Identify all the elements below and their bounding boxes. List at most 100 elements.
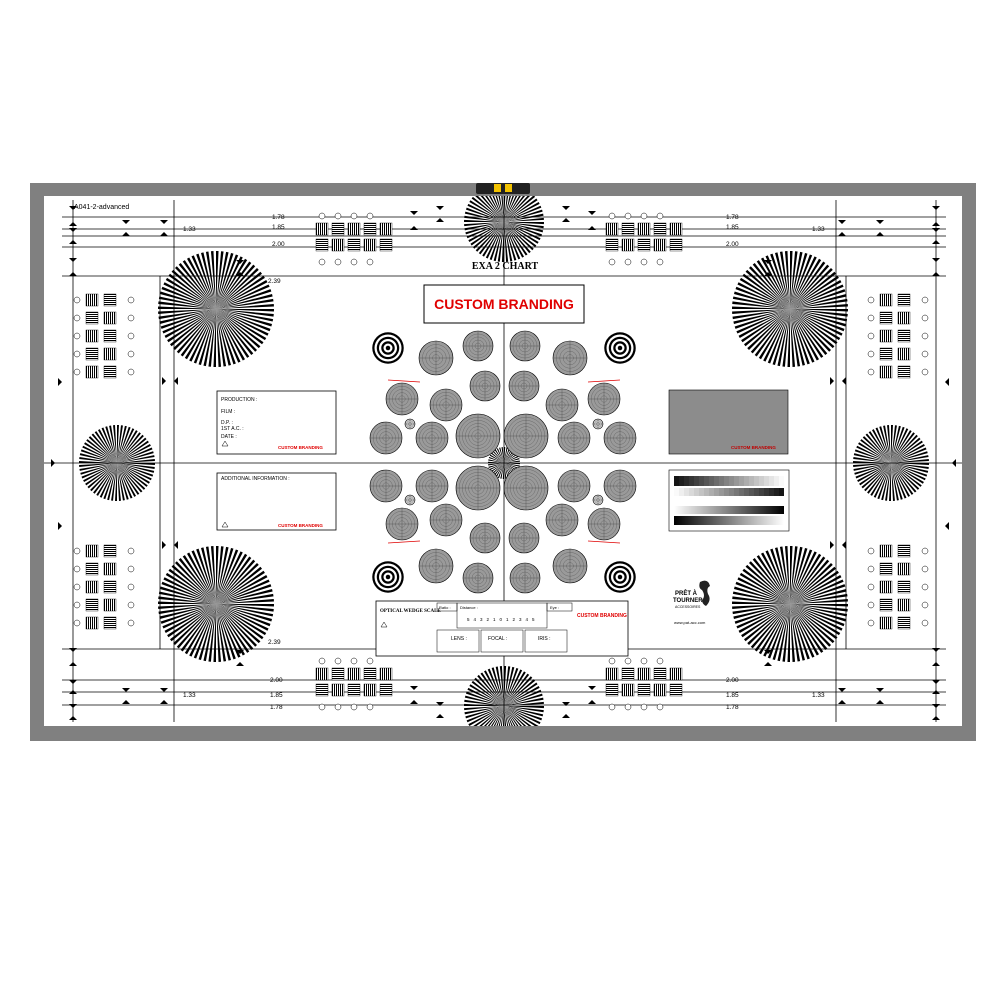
- resolution-block: [379, 222, 393, 236]
- gray-step: [724, 488, 729, 496]
- focus-circle: [404, 494, 416, 506]
- resolution-block: [669, 683, 683, 697]
- gray-step: [684, 488, 689, 496]
- wedge-branding: CUSTOM BRANDING: [577, 613, 627, 619]
- resolution-block: [347, 667, 361, 681]
- resolution-block: [669, 667, 683, 681]
- gray-step: [689, 488, 694, 496]
- resolution-block: [879, 616, 893, 630]
- marker-circle: [640, 212, 648, 220]
- gray-step: [699, 488, 704, 496]
- gray-step: [734, 476, 739, 486]
- focus-circle: [429, 388, 463, 422]
- resolution-block: [103, 311, 117, 325]
- marker-circle: [127, 565, 135, 573]
- frame-marker: [932, 240, 940, 244]
- focus-circle: [418, 340, 454, 376]
- resolution-block: [85, 293, 99, 307]
- resolution-block: [103, 616, 117, 630]
- ratio-label: 1.33: [812, 226, 825, 233]
- resolution-block: [103, 365, 117, 379]
- frame-marker: [932, 272, 940, 276]
- focus-circle: [369, 421, 403, 455]
- marker-circle: [334, 657, 342, 665]
- frame-marker: [588, 211, 596, 215]
- ratio-label: 2.00: [270, 677, 283, 684]
- gray-step: [749, 476, 754, 486]
- frame-marker: [160, 688, 168, 692]
- iris-field: IRIS :: [538, 636, 551, 642]
- frame-marker: [51, 459, 55, 467]
- siemens-stars: [79, 196, 929, 726]
- resolution-block: [637, 667, 651, 681]
- resolution-block: [897, 311, 911, 325]
- ratio-label: 1.85: [272, 224, 285, 231]
- frame-marker: [69, 662, 77, 666]
- frame-marker: [162, 377, 166, 385]
- frame-marker: [69, 240, 77, 244]
- resolution-block: [315, 683, 329, 697]
- marker-circle: [73, 314, 81, 322]
- frame-marker: [588, 700, 596, 704]
- marker-circle: [366, 657, 374, 665]
- red-guide-line: [387, 379, 421, 383]
- ratio-label: 1.85: [726, 692, 739, 699]
- additional-info-box: ADDITIONAL INFORMATION : CUSTOM BRANDING: [216, 472, 337, 531]
- gray-card: CUSTOM BRANDING: [668, 389, 789, 455]
- focus-circle: [509, 562, 541, 594]
- frame-marker: [562, 714, 570, 718]
- frame-marker: [932, 258, 940, 262]
- wedge-scale-number: 3: [480, 617, 483, 622]
- resolution-block: [103, 580, 117, 594]
- wedge-scale-number: 4: [474, 617, 477, 622]
- date-label: DATE :: [221, 434, 237, 440]
- frame-marker: [69, 206, 77, 210]
- resolution-block: [379, 238, 393, 252]
- frame-marker: [410, 686, 418, 690]
- gray-step: [714, 488, 719, 496]
- optical-wedge-box: OPTICAL WEDGE SCALE Ratio : Distance : E…: [375, 600, 629, 657]
- gray-step: [704, 476, 709, 486]
- marker-circle: [624, 657, 632, 665]
- gray-step: [719, 476, 724, 486]
- marker-circle: [366, 703, 374, 711]
- frame-marker: [932, 228, 940, 232]
- frame-marker: [842, 377, 846, 385]
- focus-circle: [469, 522, 501, 554]
- focus-circle: [508, 522, 540, 554]
- frame-marker: [160, 220, 168, 224]
- focus-circle: [462, 562, 494, 594]
- marker-circle: [127, 350, 135, 358]
- marker-circle: [73, 296, 81, 304]
- concentric-target: [370, 330, 406, 366]
- focus-circle: [462, 330, 494, 362]
- focus-circle: [592, 494, 604, 506]
- seahorse-icon: [699, 580, 710, 606]
- focus-circle: [369, 469, 403, 503]
- marker-circle: [921, 583, 929, 591]
- focal-field: FOCAL :: [488, 636, 507, 642]
- frame-marker: [932, 704, 940, 708]
- resolution-block: [653, 222, 667, 236]
- production-form: PRODUCTION : FILM : D.P. : 1ST A.C. : DA…: [216, 390, 337, 455]
- red-guide-line: [587, 540, 621, 544]
- focus-circle: [587, 382, 621, 416]
- marker-circle: [867, 368, 875, 376]
- focus-circle: [429, 503, 463, 537]
- gray-step: [729, 476, 734, 486]
- resolution-block: [331, 222, 345, 236]
- gray-step: [749, 488, 754, 496]
- gray-step: [739, 476, 744, 486]
- siemens-star: [732, 546, 848, 662]
- dp-label: D.P. :: [221, 420, 233, 426]
- gray-step: [694, 476, 699, 486]
- gray-step: [779, 476, 784, 486]
- frame-marker: [236, 662, 244, 666]
- frame-marker: [932, 222, 940, 226]
- frame-marker: [588, 226, 596, 230]
- resolution-block: [85, 311, 99, 325]
- marker-circle: [350, 258, 358, 266]
- resolution-blocks: [73, 212, 929, 711]
- wedge-title: OPTICAL WEDGE SCALE: [380, 609, 441, 614]
- focus-circle: [557, 421, 591, 455]
